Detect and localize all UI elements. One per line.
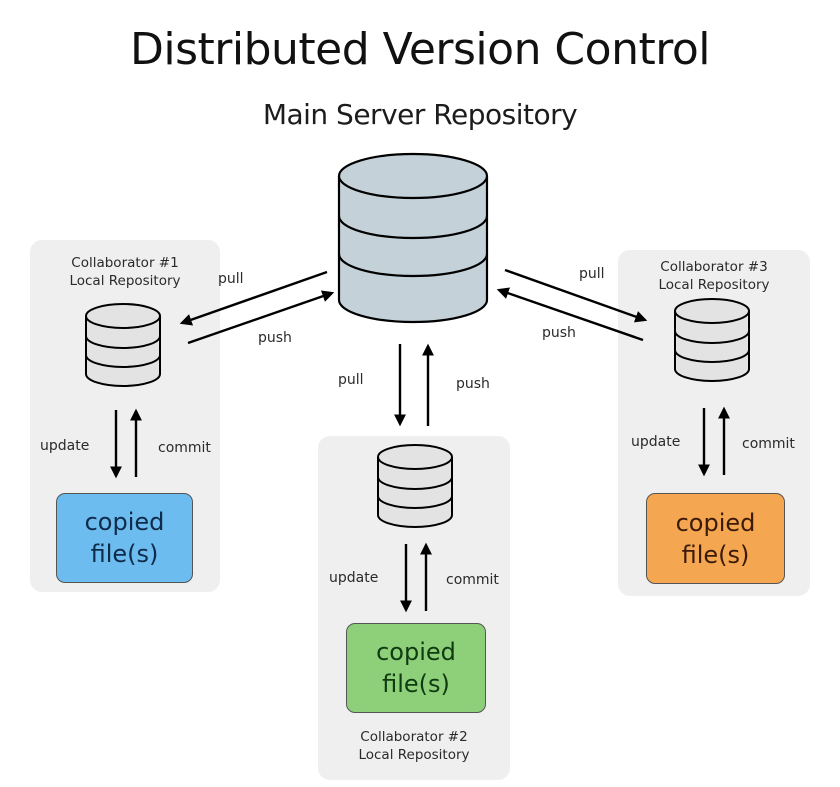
collaborator-3-label: Collaborator #3 Local Repository [628, 258, 800, 294]
diagram-title: Distributed Version Control [130, 24, 710, 75]
server-database-icon [337, 152, 489, 324]
collaborator-3-file-box: copied file(s) [646, 493, 785, 584]
collaborator-3-database-icon [674, 298, 750, 382]
file-label-line2: file(s) [382, 670, 450, 698]
collaborator-2-sub: Local Repository [358, 747, 470, 763]
pull-arrow-1 [179, 270, 328, 326]
commit-label-1: commit [158, 440, 211, 456]
push-arrow-3 [496, 287, 644, 342]
update-label-3: update [631, 434, 681, 450]
pull-label-1: pull [218, 271, 244, 287]
collaborator-2-database-icon [377, 444, 453, 528]
pull-arrow-3 [504, 268, 648, 323]
server-label: Main Server Repository [262, 98, 578, 131]
update-label-1: update [40, 438, 90, 454]
push-label-1: push [258, 330, 292, 346]
collaborator-2-file-box: copied file(s) [346, 623, 486, 713]
push-label-3: push [542, 325, 576, 341]
collaborator-1-file-box: copied file(s) [56, 493, 193, 583]
collaborator-2-label: Collaborator #2 Local Repository [328, 728, 500, 764]
file-label-line1: copied [675, 508, 756, 537]
collaborator-1-name: Collaborator #1 [71, 255, 179, 271]
collaborator-3-name: Collaborator #3 [660, 259, 768, 275]
collaborator-1-label: Collaborator #1 Local Repository [40, 254, 210, 290]
collaborator-3-sub: Local Repository [658, 277, 770, 293]
file-label-line2: file(s) [90, 540, 159, 568]
file-label-line1: copied [84, 508, 165, 536]
pull-label-3: pull [579, 266, 605, 282]
collaborator-1-database-icon [85, 303, 161, 387]
file-label-line2: file(s) [681, 540, 750, 569]
collaborator-2-name: Collaborator #2 [360, 729, 468, 745]
commit-label-3: commit [742, 436, 795, 452]
push-label-2: push [456, 376, 490, 392]
update-label-2: update [329, 570, 379, 586]
pull-label-2: pull [338, 372, 364, 388]
file-label-line1: copied [376, 638, 456, 666]
push-arrow-1 [187, 290, 335, 345]
collaborator-1-sub: Local Repository [69, 273, 181, 289]
commit-label-2: commit [446, 572, 499, 588]
